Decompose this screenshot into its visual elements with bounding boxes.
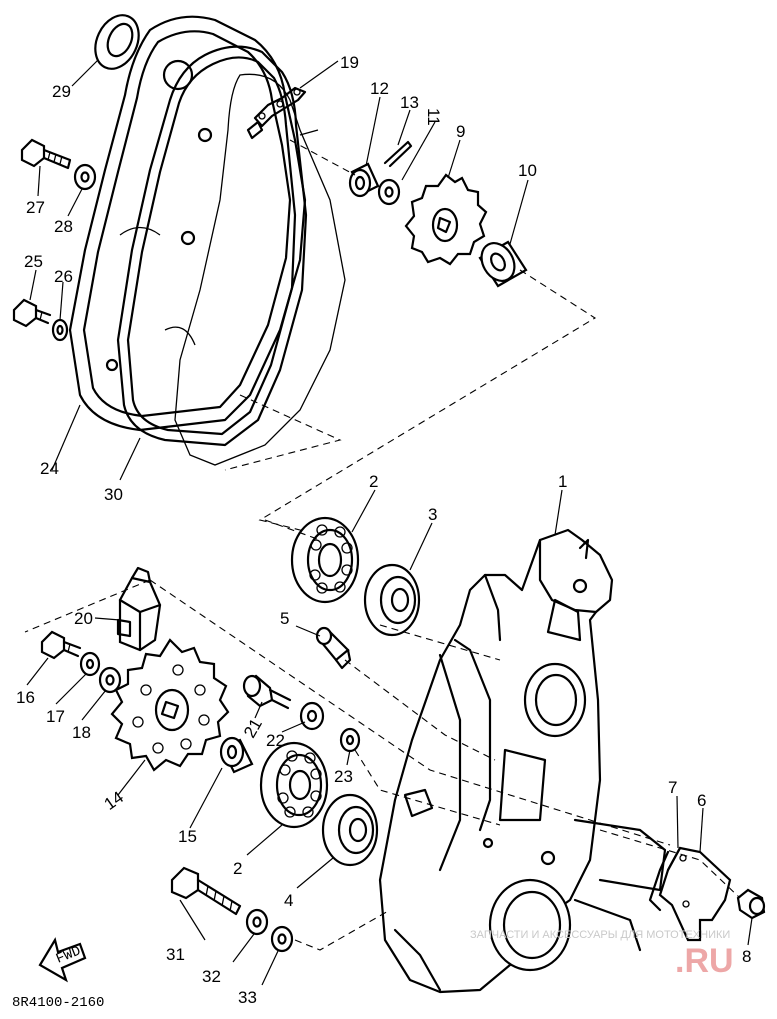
callout-12: 12 [370,79,389,98]
callout-4: 4 [284,891,293,910]
fwd-arrow: FWD [38,937,87,983]
washer-23 [339,727,361,753]
watermark: ЗАПЧАСТИ И АКСЕССУАРЫ ДЛЯ МОТОТЕХНИКИ .R… [470,929,734,980]
callout-26: 26 [54,267,73,286]
callout-1: 1 [558,472,567,491]
callout-13: 13 [400,93,419,112]
washer-32 [245,908,269,936]
collar-10 [478,240,528,288]
bolt-8 [736,888,766,920]
watermark-logo: .RU [675,942,734,980]
callout-24: 24 [40,459,59,478]
collar-15 [219,736,254,774]
callout-28: 28 [54,217,73,236]
callout-11: 11 [424,108,443,126]
chain-joint [246,86,307,140]
washer-33 [270,925,294,953]
callout-16: 16 [16,688,35,707]
callout-9: 9 [456,122,465,141]
callout-31: 31 [166,945,185,964]
assembly-lines-lower [24,519,741,951]
callout-14: 14 [101,788,127,814]
callout-21: 21 [240,715,266,741]
bolt-21 [242,674,292,710]
bolt-31 [170,866,242,916]
callout-5: 5 [280,609,289,628]
callout-20: 20 [74,609,93,628]
bolt-25 [12,298,52,328]
oil-seal-4 [321,793,379,867]
oil-seal [94,14,140,70]
callout-3: 3 [428,505,437,524]
callout-27: 27 [26,198,45,217]
callout-33: 33 [238,988,257,1007]
callout-17: 17 [46,707,65,726]
callout-2-lower: 2 [233,859,242,878]
oil-seal-3 [363,563,421,637]
drive-sprocket-14 [110,638,230,772]
bearing-2-upper [290,516,360,604]
bolt-27 [20,138,72,170]
chain-case-gasket [116,45,308,447]
callout-29: 29 [52,82,71,101]
callout-22: 22 [266,731,285,750]
sensor-20 [116,566,162,652]
callout-25: 25 [24,252,43,271]
callout-32: 32 [202,967,221,986]
leader-lines [26,59,753,986]
callout-19: 19 [340,53,359,72]
bearing-2-lower [259,741,329,829]
diagram-code: 8R4100-2160 [12,995,104,1011]
cotter-pin-13 [383,140,413,168]
bolt-16 [40,630,82,660]
plate-7 [648,850,670,912]
callout-18: 18 [72,723,91,742]
washer-11 [377,178,401,206]
washer-28 [73,163,97,191]
washer-18 [98,666,122,694]
bracket-6 [658,846,732,942]
assembly-lines-upper [224,139,597,536]
callout-30: 30 [104,485,123,504]
callout-2-upper: 2 [369,472,378,491]
washer-26 [51,318,69,342]
washer-17 [79,651,101,677]
callout-10: 10 [518,161,537,180]
bolt-5 [315,626,352,670]
callout-7: 7 [668,778,677,797]
callout-15: 15 [178,827,197,846]
chain-case-housing [378,528,667,994]
callout-6: 6 [697,791,706,810]
chain-case-cover [68,15,307,432]
drive-chain-outline [174,73,346,466]
washer-22 [299,701,325,731]
callout-8: 8 [742,947,751,966]
watermark-text: ЗАПЧАСТИ И АКСЕССУАРЫ ДЛЯ МОТОТЕХНИКИ [470,929,730,941]
callout-23: 23 [334,767,353,786]
collar-12 [348,162,380,198]
driven-sprocket-9 [404,173,488,266]
